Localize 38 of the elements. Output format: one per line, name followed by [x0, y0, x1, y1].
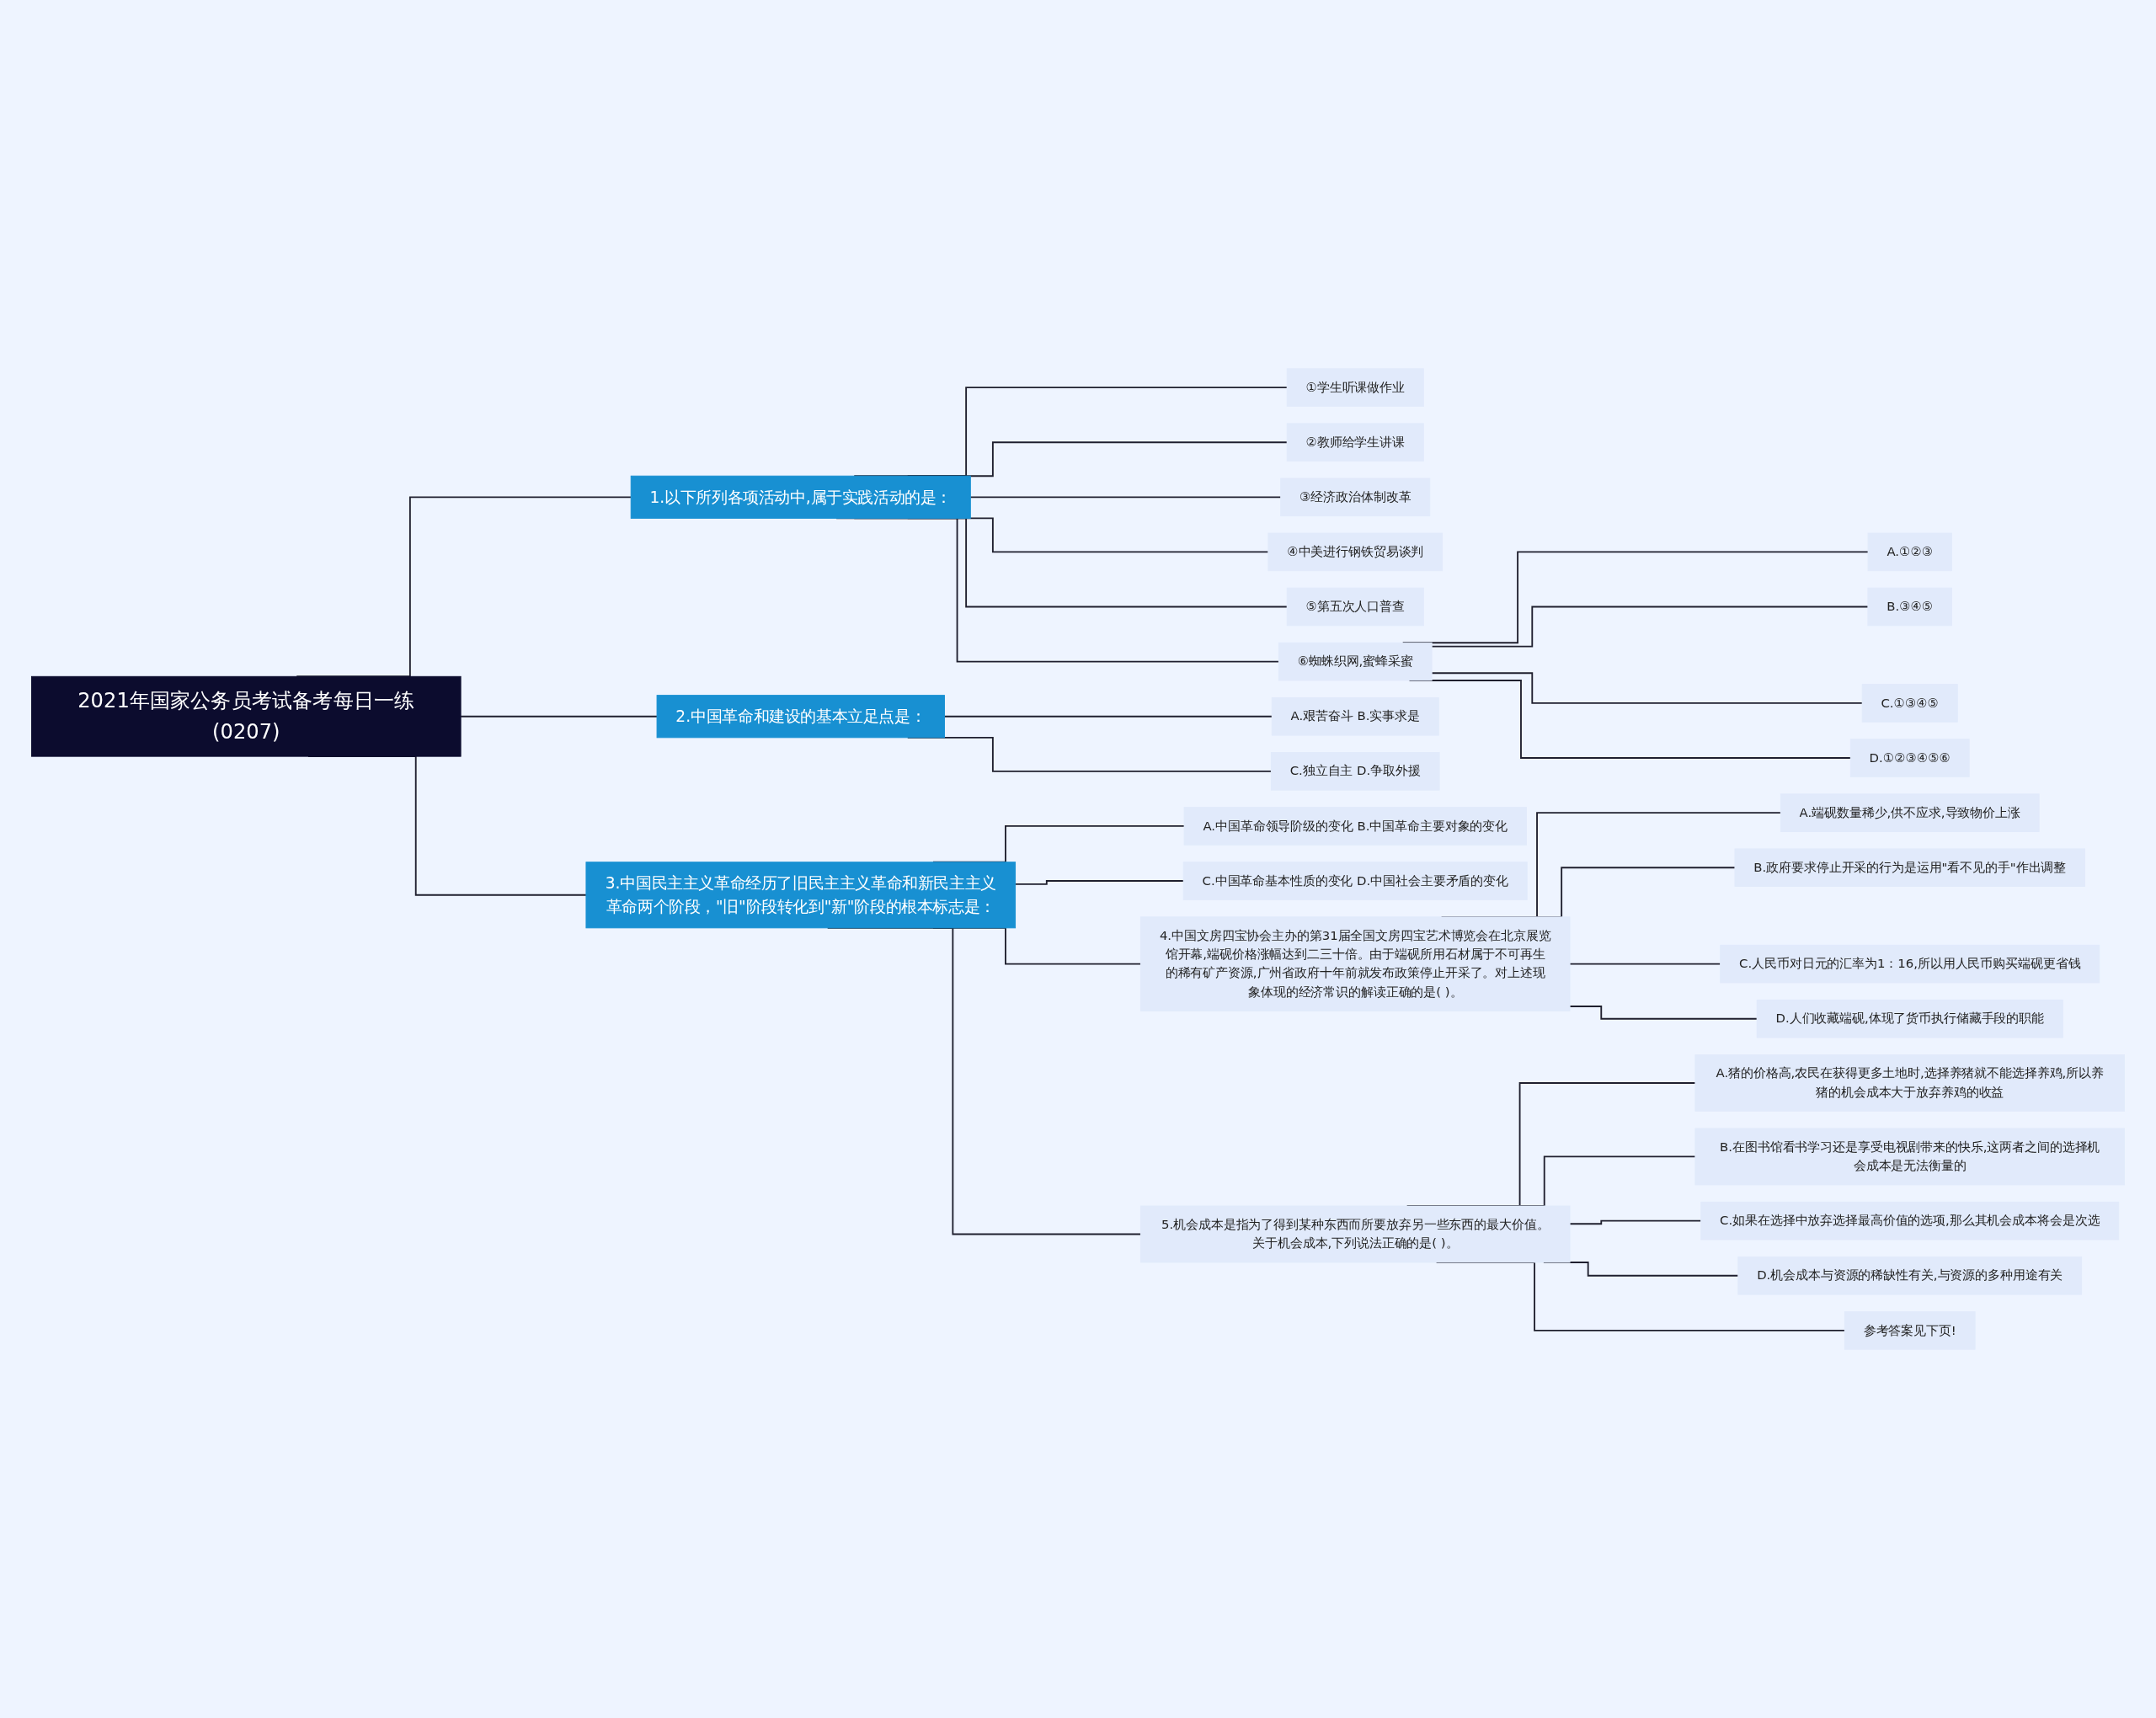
node-box: B.③④⑤	[1867, 587, 1952, 627]
node-box: 参考答案见下页!	[1844, 1311, 1976, 1350]
connector	[943, 715, 1273, 718]
node-box: 3.中国民主主义革命经历了旧民主主义革命和新民主主义革命两个阶段，"旧"阶段转化到"新"阶段的根本标志是：	[585, 862, 1017, 929]
node-box: C.如果在选择中放弃选择最高价值的选项,那么其机会成本将会是次选	[1700, 1201, 2120, 1240]
node-box: D.人们收藏端砚,体现了货币执行储藏手段的职能	[1756, 999, 2063, 1038]
node-box: C.中国革命基本性质的变化 D.中国社会主要矛盾的变化	[1182, 862, 1528, 900]
node-box: 2021年国家公务员考试备考每日一练(0207)	[30, 675, 462, 757]
node-box: B.政府要求停止开采的行为是运用"看不见的手"作出调整	[1734, 848, 2085, 887]
node-box: B.在图书馆看书学习还是享受电视剧带来的快乐,这两者之间的选择机会成本是无法衡量的	[1694, 1128, 2126, 1186]
node-box: D.机会成本与资源的稀缺性有关,与资源的多种用途有关	[1737, 1256, 2083, 1295]
connector	[460, 715, 658, 718]
node-box: A.①②③	[1867, 532, 1952, 572]
node-box: C.①③④⑤	[1861, 684, 1958, 723]
node-box: ②教师给学生讲课	[1286, 423, 1424, 462]
node-box: 4.中国文房四宝协会主办的第31届全国文房四宝艺术博览会在北京展览馆开幕,端砚价格涨幅达到二三十倍。由于端砚所用石材属于不可再生的稀有矿产资源,广州省政府十年前就发布政策停止开采了。对上述现象体现的经济常识的解读正确的是( )。	[1139, 916, 1571, 1011]
node-box: ⑥蜘蛛织网,蜜蜂采蜜	[1278, 642, 1433, 681]
node-box: 5.机会成本是指为了得到某种东西而所要放弃另一些东西的最大价值。关于机会成本,下列说法正确的是( )。	[1139, 1205, 1571, 1263]
node-box: A.中国革命领导阶级的变化 B.中国革命主要对象的变化	[1183, 807, 1527, 846]
connector	[1431, 606, 1869, 648]
node-box: A.端砚数量稀少,供不应求,导致物价上涨	[1780, 793, 2040, 832]
node-box: C.人民币对日元的汇率为1：16,所以用人民币购买端砚更省钱	[1720, 944, 2100, 984]
connector	[1569, 963, 1721, 965]
connector	[1569, 1006, 1758, 1020]
node-box: ①学生听课做作业	[1286, 368, 1424, 407]
node-box: C.独立自主 D.争取外援	[1270, 752, 1440, 791]
node-box: ④中美进行钢铁贸易谈判	[1267, 532, 1444, 572]
node-box: 1.以下所列各项活动中,属于实践活动的是：	[630, 475, 971, 519]
node-box: D.①②③④⑤⑥	[1849, 739, 1970, 777]
node-box: 2.中国革命和建设的基本立足点是：	[656, 695, 945, 739]
node-box: A.猪的价格高,农民在获得更多土地时,选择养猪就不能选择养鸡,所以养猪的机会成本大于放弃养鸡的收益	[1694, 1054, 2126, 1112]
connector	[969, 496, 1282, 499]
connector	[1569, 1219, 1702, 1225]
node-box: ⑤第五次人口普查	[1286, 587, 1424, 627]
node-box: ③经济政治体制改革	[1280, 478, 1431, 517]
node-box: A.艰苦奋斗 B.实事求是	[1271, 696, 1439, 736]
connector	[1431, 672, 1864, 704]
connector	[1014, 880, 1185, 885]
